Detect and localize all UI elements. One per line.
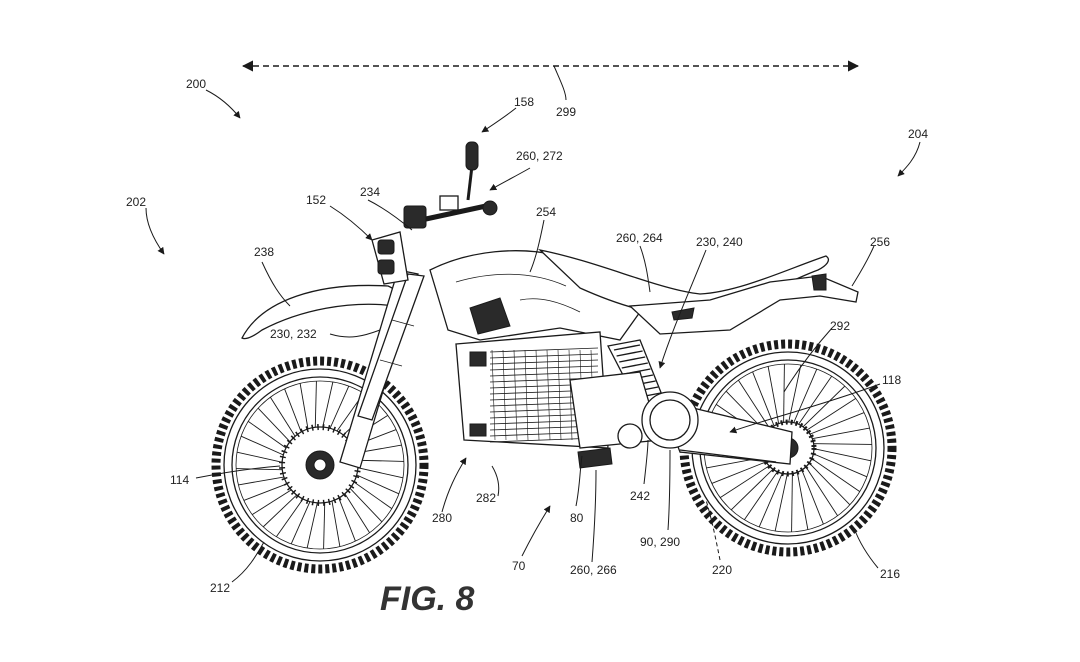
- seat-and-tail: [537, 248, 859, 335]
- label-299: 299: [556, 105, 576, 119]
- figure-title: FIG. 8: [380, 580, 475, 618]
- label-200: 200: [186, 77, 206, 91]
- front-fork: [339, 269, 425, 469]
- label-152: 152: [306, 193, 326, 207]
- mirror: [465, 141, 479, 171]
- reference-numerals: 200 202 204 299 158 260, 272 234 152 254…: [126, 77, 928, 595]
- label-280: 280: [432, 511, 452, 525]
- label-118: 118: [882, 373, 901, 387]
- label-204: 204: [908, 127, 928, 141]
- label-260-272: 260, 272: [516, 149, 563, 163]
- label-282: 282: [476, 491, 496, 505]
- label-238: 238: [254, 245, 274, 259]
- handlebar: [403, 141, 498, 229]
- drive-assembly: [569, 371, 793, 469]
- label-292: 292: [830, 319, 850, 333]
- label-256: 256: [870, 235, 890, 249]
- label-260-264: 260, 264: [616, 231, 663, 245]
- label-90-290: 90, 290: [640, 535, 680, 549]
- label-158: 158: [514, 95, 534, 109]
- label-212: 212: [210, 581, 230, 595]
- label-234: 234: [360, 185, 380, 199]
- headlight-assembly: [371, 231, 409, 285]
- label-70: 70: [512, 559, 526, 573]
- label-220: 220: [712, 563, 732, 577]
- label-114: 114: [170, 473, 189, 487]
- front-fender: [241, 284, 402, 340]
- label-202: 202: [126, 195, 146, 209]
- label-230-240: 230, 240: [696, 235, 743, 249]
- label-80: 80: [570, 511, 584, 525]
- label-260-266: 260, 266: [570, 563, 617, 577]
- label-242: 242: [630, 489, 650, 503]
- leader-lines: [145, 65, 921, 583]
- label-254: 254: [536, 205, 556, 219]
- front-wheel: [211, 356, 429, 574]
- label-216: 216: [880, 567, 900, 581]
- label-230-232: 230, 232: [270, 327, 317, 341]
